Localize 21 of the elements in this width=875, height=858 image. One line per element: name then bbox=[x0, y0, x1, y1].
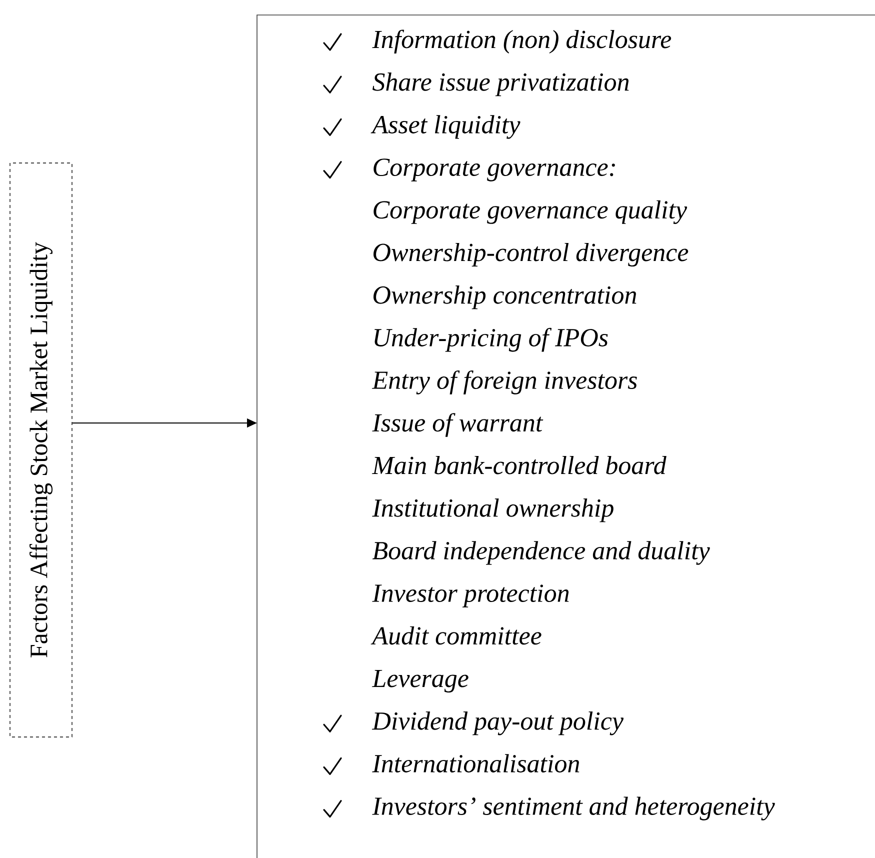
list-item: Asset liquidity bbox=[370, 115, 520, 139]
list-box bbox=[256, 14, 875, 858]
factor-box: Factors Affecting Stock Market Liquidity bbox=[10, 162, 72, 738]
list-item: Institutional ownership bbox=[372, 498, 614, 522]
list-item: Information (non) disclosure bbox=[372, 30, 672, 54]
list-item: Investor protection bbox=[372, 584, 569, 608]
list-item: Under-pricing of IPOs bbox=[374, 328, 608, 352]
list-item: Audit committee bbox=[370, 626, 542, 645]
list-item: Investors’ sentiment and heterogeneity bbox=[372, 796, 775, 820]
list-item: Corporate governance quality bbox=[374, 200, 688, 224]
list-item: Dividend pay-out policy bbox=[372, 712, 624, 736]
list-item: Corporate governance: bbox=[374, 158, 615, 182]
list-item: Issue of warrant bbox=[372, 413, 544, 437]
list-item: Ownership-control divergence bbox=[374, 242, 688, 267]
list-item: Board independence and duality bbox=[372, 541, 710, 565]
list-item: Internationalisation bbox=[372, 754, 580, 772]
list-item: Entry of foreign investors bbox=[372, 370, 637, 394]
list-item: Main bank-controlled board bbox=[372, 456, 666, 474]
list-item: Ownership concentration bbox=[374, 286, 636, 310]
list-item: Share issue privatization bbox=[372, 72, 629, 96]
list-item: Leverage bbox=[372, 670, 468, 693]
